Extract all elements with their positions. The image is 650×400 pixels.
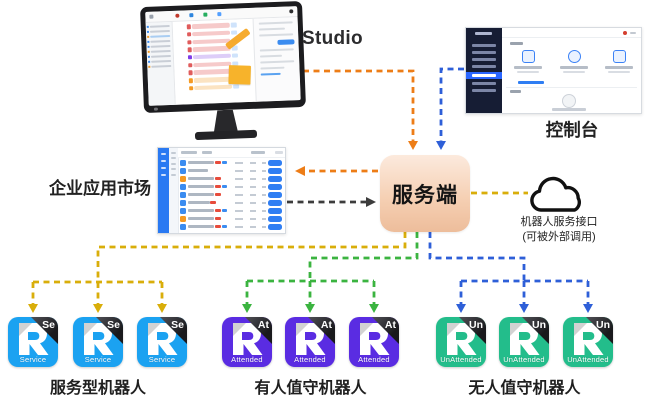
attended-robot-icon: At Attended (222, 317, 272, 367)
arrowhead-attended-2 (305, 304, 315, 313)
server-label: 服务端 (392, 183, 458, 207)
console-screenshot (465, 27, 642, 114)
market-row (180, 160, 283, 167)
connector-server-attended (245, 232, 419, 305)
cloud-caption-line1: 机器人服务接口 (520, 216, 598, 228)
user-icon (289, 9, 294, 14)
console-label: 控制台 (545, 120, 599, 140)
icon-caption: Attended (231, 355, 263, 364)
publish-icon (203, 12, 208, 17)
studio-monitor (140, 0, 306, 141)
arrowhead-server-market (295, 166, 305, 176)
market-row (180, 168, 283, 175)
market-row (180, 216, 283, 223)
icon-caption: Service (19, 355, 47, 364)
badge-se: Se (107, 319, 120, 331)
attended-robot-icon: At Attended (285, 317, 335, 367)
studio-properties-panel (252, 17, 301, 102)
monitor-bezel (140, 0, 306, 114)
arrowhead-studio-server (408, 141, 418, 150)
empty-state-icon (562, 94, 576, 108)
arrowhead-service-1 (28, 304, 38, 313)
unattended-robot-icon: Un UnAttended (436, 317, 486, 367)
unattended-group-label: 无人值守机器人 (468, 380, 581, 397)
arrowhead-attended-3 (369, 304, 379, 313)
icon-caption: Service (148, 355, 176, 364)
badge-at: At (257, 319, 269, 331)
market-row (180, 176, 283, 183)
service-robot-icon: Se Service (8, 317, 58, 367)
arrowhead-console-server (436, 141, 446, 150)
record-icon (189, 13, 194, 18)
badge-un: Un (469, 319, 483, 331)
run-icon (175, 13, 180, 18)
badge-at: At (320, 319, 332, 331)
market-screenshot (157, 147, 286, 234)
menu-icon (149, 14, 154, 19)
arrowhead-unattended-2 (519, 304, 529, 313)
notification-icon (623, 31, 627, 35)
market-sidebar (158, 148, 169, 233)
arrowhead-service-3 (157, 304, 167, 313)
unattended-robot-icon: Un UnAttended (563, 317, 613, 367)
icon-caption: UnAttended (440, 355, 482, 364)
market-row (180, 208, 283, 215)
element-icon (217, 12, 222, 17)
connector-server-unattended (428, 232, 590, 305)
console-card (554, 50, 594, 73)
connector-studio-server (303, 69, 415, 144)
console-link (518, 81, 544, 84)
market-label: 企业应用市场 (49, 179, 151, 198)
arrowhead-unattended-3 (583, 304, 593, 313)
server-node: 服务端 (380, 155, 470, 232)
badge-se: Se (171, 319, 184, 331)
arrowhead-market-server (366, 197, 376, 207)
console-card (599, 50, 639, 73)
console-sidebar (466, 28, 502, 113)
icon-caption: UnAttended (503, 355, 545, 364)
unattended-robot-icon: Un UnAttended (499, 317, 549, 367)
market-row (180, 224, 283, 231)
badge-un: Un (596, 319, 610, 331)
arrowhead-attended-1 (242, 304, 252, 313)
market-row (180, 192, 283, 199)
connector-server-service (31, 232, 407, 305)
cloud-icon (525, 174, 589, 218)
badge-se: Se (42, 319, 55, 331)
market-rail (169, 148, 179, 233)
badge-at: At (384, 319, 396, 331)
console-topbar (502, 28, 641, 38)
console-card (508, 50, 548, 73)
market-row (180, 184, 283, 191)
cloud-caption-line2: (可被外部调用) (522, 230, 596, 243)
studio-flow-canvas (172, 18, 256, 105)
studio-screenshot (145, 6, 301, 106)
icon-caption: Attended (358, 355, 390, 364)
studio-label: Studio (302, 28, 363, 49)
service-group-label: 服务型机器人 (49, 380, 146, 397)
market-header (178, 148, 285, 158)
sticky-note (228, 65, 251, 85)
arrowhead-service-2 (93, 304, 103, 313)
arrowhead-unattended-1 (456, 304, 466, 313)
service-robot-icon: Se Service (73, 317, 123, 367)
service-robot-icon: Se Service (137, 317, 187, 367)
attended-robot-icon: At Attended (349, 317, 399, 367)
icon-caption: Attended (294, 355, 326, 364)
studio-project-tree (145, 21, 176, 106)
icon-caption: UnAttended (567, 355, 609, 364)
attended-group-label: 有人值守机器人 (254, 380, 367, 397)
mini-button (277, 39, 295, 45)
market-row (180, 200, 283, 207)
cloud-caption: 机器人服务接口 (可被外部调用) (500, 215, 618, 245)
connector-console-server (439, 67, 464, 144)
icon-caption: Service (84, 355, 112, 364)
power-led (153, 107, 159, 111)
badge-un: Un (532, 319, 546, 331)
